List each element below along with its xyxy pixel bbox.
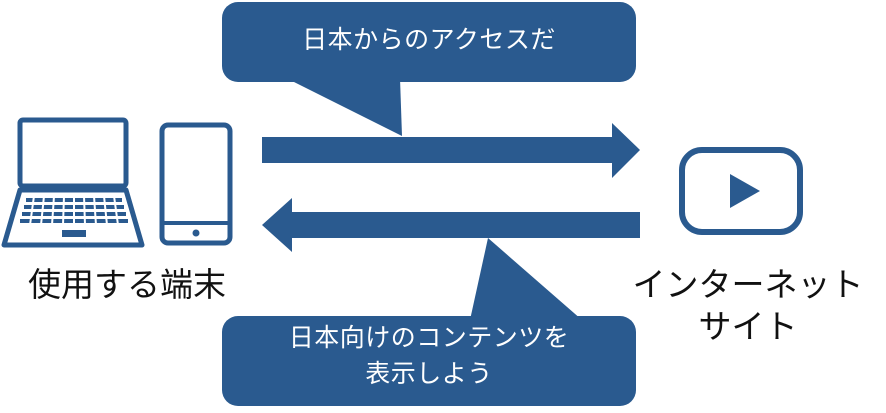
speech-bubble-bottom-tail (470, 238, 582, 320)
site-label: インターネット サイト (610, 264, 886, 348)
speech-bubble-top (222, 2, 636, 136)
speech-bubble-bottom-text: 日本向けのコンテンツを 表示しよう (222, 320, 636, 392)
arrow-left (262, 198, 640, 252)
arrow-right (262, 123, 640, 178)
site-label-line1: インターネット (632, 265, 864, 304)
speech-bubble-bottom-line2: 表示しよう (365, 359, 493, 388)
device-label: 使用する端末 (28, 265, 226, 304)
speech-bubble-bottom (222, 238, 636, 406)
video-play-icon (679, 147, 803, 235)
speech-bubble-bottom-line1: 日本向けのコンテンツを (288, 323, 570, 352)
speech-bubble-top-text: 日本からのアクセスだ (302, 25, 556, 54)
speech-bubble-top-tail (286, 78, 402, 136)
laptop-icon (1, 117, 145, 248)
smartphone-icon (159, 122, 233, 246)
site-label-line2: サイト (698, 307, 798, 346)
